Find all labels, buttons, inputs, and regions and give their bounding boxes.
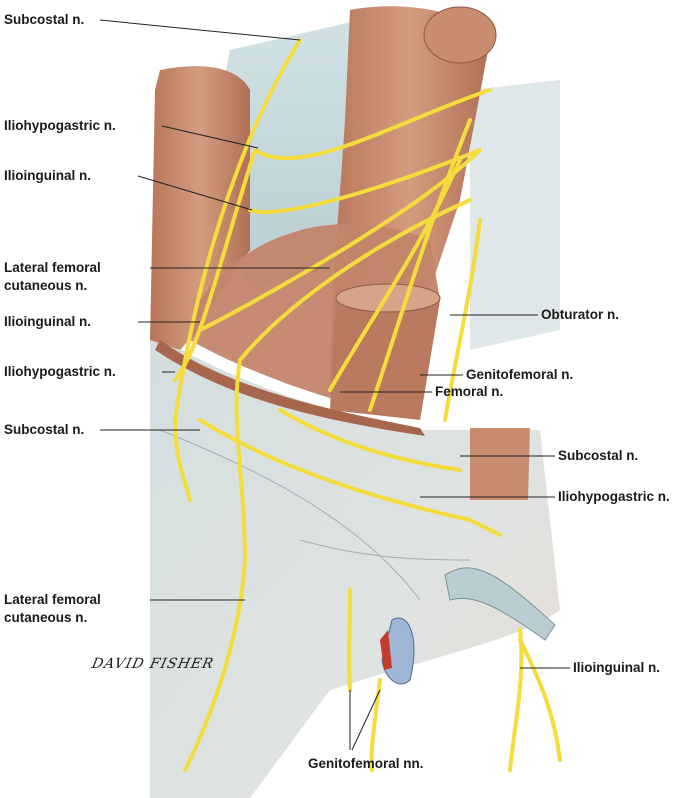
vertebral-region xyxy=(470,80,560,350)
label-iliohypogastric-upper: Iliohypogastric n. xyxy=(4,118,116,133)
cut-wall-right xyxy=(470,428,530,500)
iliohypogastric-nerve-path xyxy=(173,88,492,382)
label-iliohypogastric-right: Iliohypogastric n. xyxy=(558,489,670,504)
anatomy-background xyxy=(150,6,560,798)
obturator-nerve-path xyxy=(443,218,482,422)
ilioinguinal-lower-path xyxy=(508,628,562,772)
label-subcostal-right: Subcostal n. xyxy=(558,448,639,463)
label-genitofemoral-nn: Genitofemoral nn. xyxy=(308,756,424,771)
psoas-cut-face xyxy=(335,283,441,313)
nerves xyxy=(172,38,562,772)
artist-signature: DAVID FISHER xyxy=(90,656,216,672)
label-obturator: Obturator n. xyxy=(541,307,619,322)
subcostal-nerve-path xyxy=(172,38,302,502)
label-iliohypogastric-mid: Iliohypogastric n. xyxy=(4,364,116,379)
genitofemoral-branches-path xyxy=(347,588,382,772)
psoas-tendon xyxy=(423,6,497,64)
genitofemoral-nerve-path xyxy=(368,118,472,412)
label-ilioinguinal-upper: Ilioinguinal n. xyxy=(4,168,91,183)
label-genitofemoral: Genitofemoral n. xyxy=(466,367,574,382)
iliac-crest xyxy=(155,340,425,436)
label-lateral-femoral-lower-2: cutaneous n. xyxy=(4,610,88,625)
label-femoral: Femoral n. xyxy=(435,384,504,399)
label-lateral-femoral-upper-1: Lateral femoral xyxy=(4,260,101,275)
inguinal-canal xyxy=(444,567,556,641)
label-ilioinguinal-right: Ilioinguinal n. xyxy=(573,660,660,675)
femoral-artery xyxy=(380,630,392,670)
leader-lines xyxy=(99,19,570,751)
iliohypogastric-lower-path xyxy=(198,418,502,537)
label-ilioinguinal-mid: Ilioinguinal n. xyxy=(4,314,91,329)
label-lateral-femoral-upper-2: cutaneous n. xyxy=(4,278,88,293)
label-subcostal-top: Subcostal n. xyxy=(4,12,85,27)
label-subcostal-mid: Subcostal n. xyxy=(4,422,85,437)
subcostal-lower-path xyxy=(278,408,462,472)
label-lateral-femoral-lower-1: Lateral femoral xyxy=(4,592,101,607)
